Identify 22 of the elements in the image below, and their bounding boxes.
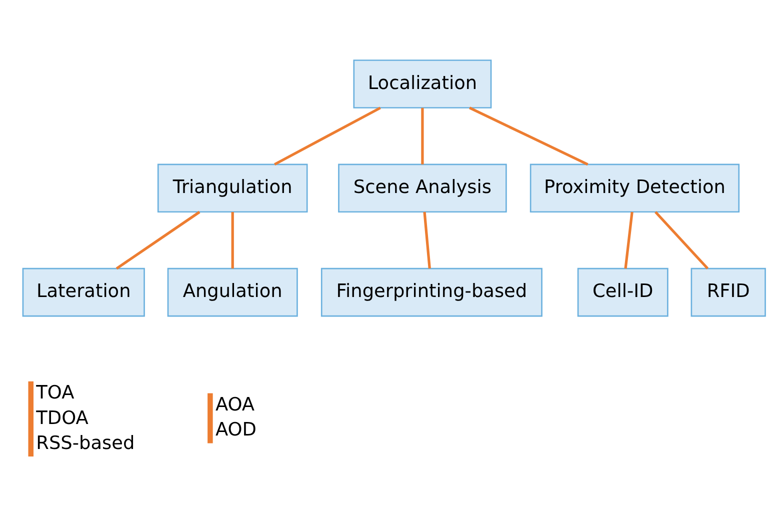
node-box: Localization [353, 59, 492, 108]
connector [423, 211, 431, 268]
node-label: TDOA [36, 407, 88, 428]
node-box: Cell-ID [577, 267, 668, 316]
connector [469, 106, 588, 166]
node-box: Fingerprinting-based [320, 267, 542, 316]
node-label: AOA [215, 394, 255, 416]
node-box: RFID [690, 267, 766, 316]
connector [654, 210, 709, 269]
connector [274, 106, 381, 166]
node-box: Triangulation [157, 163, 308, 212]
node-label: TOA [36, 382, 74, 404]
node-box: Scene Analysis [338, 163, 507, 212]
node-box: Angulation [167, 267, 298, 316]
connector [116, 210, 200, 270]
node-label: RSS-based [36, 432, 135, 454]
connector [421, 107, 424, 164]
connector [231, 212, 234, 268]
node-label: AOD [215, 419, 256, 440]
connector [624, 211, 634, 268]
node-box: Proximity Detection [530, 163, 740, 212]
node-box: Lateration [22, 267, 145, 316]
